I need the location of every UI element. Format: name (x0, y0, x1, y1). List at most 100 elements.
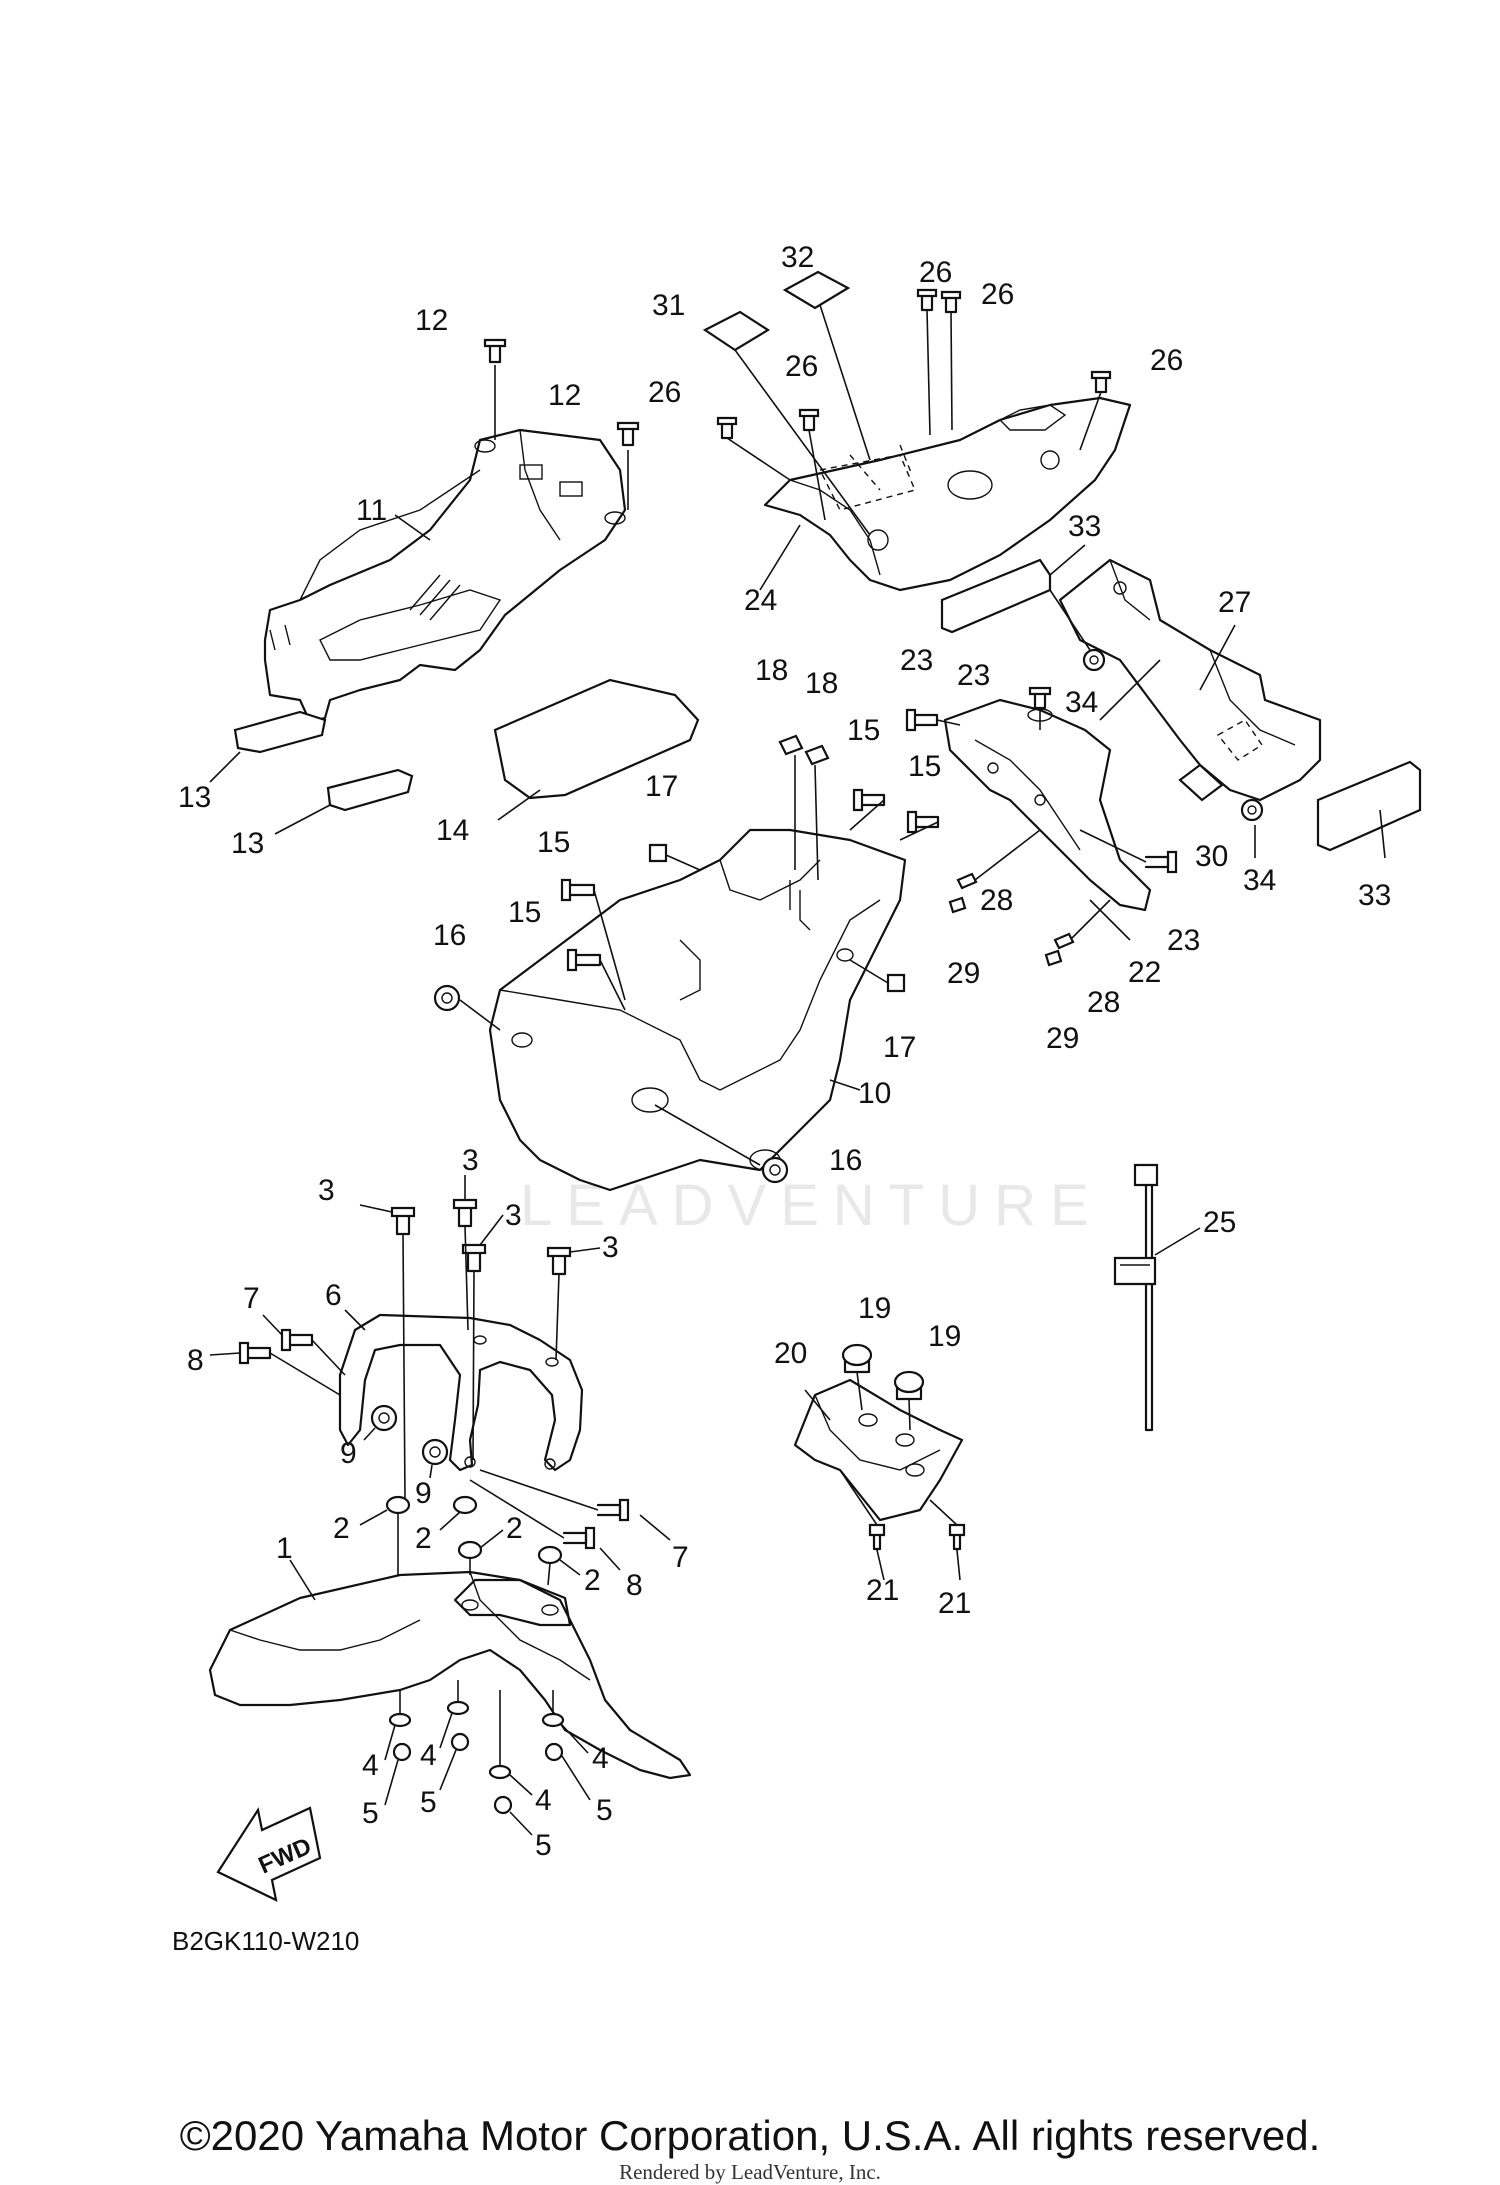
callout-2: 2 (584, 1564, 601, 1597)
part-2-grommet (537, 1545, 563, 1565)
callout-5: 5 (420, 1786, 437, 1819)
part-16-nut (433, 984, 461, 1012)
callout-5: 5 (596, 1794, 613, 1827)
callout-26: 26 (785, 350, 818, 383)
part-18-clip (778, 734, 804, 756)
callout-34: 34 (1243, 864, 1276, 897)
part-26-screw (916, 288, 938, 312)
callout-23: 23 (1167, 924, 1200, 957)
part-13-pad (233, 710, 327, 754)
callout-17: 17 (883, 1031, 916, 1064)
callout-34: 34 (1065, 686, 1098, 719)
part-34-nut (1082, 648, 1106, 672)
part-21-bolt (948, 1523, 966, 1551)
callout-25: 25 (1203, 1206, 1236, 1239)
part-34-nut (1240, 798, 1264, 822)
callout-4: 4 (592, 1742, 609, 1775)
callout-4: 4 (535, 1784, 552, 1817)
callout-15: 15 (508, 896, 541, 929)
part-19-cap (841, 1343, 873, 1374)
callout-27: 27 (1218, 586, 1251, 619)
callout-24: 24 (744, 584, 777, 617)
part-12-screw (483, 338, 507, 364)
part-33-reflector (1316, 760, 1422, 852)
callout-7: 7 (672, 1541, 689, 1574)
part-21-bolt (868, 1523, 886, 1551)
part-8-bolt (238, 1341, 272, 1365)
callout-33: 33 (1358, 879, 1391, 912)
part-6-fender-stay (338, 1313, 584, 1472)
callout-9: 9 (415, 1477, 432, 1510)
callout-17: 17 (645, 770, 678, 803)
callout-10: 10 (858, 1077, 891, 1110)
part-27-license-bracket (1058, 558, 1322, 802)
callout-23: 23 (957, 659, 990, 692)
callout-14: 14 (436, 814, 469, 847)
part-9-nut (421, 1438, 449, 1466)
part-5-nut (493, 1795, 513, 1815)
part-28-nut (1053, 932, 1075, 950)
callout-29: 29 (947, 957, 980, 990)
part-15-bolt (852, 788, 886, 812)
part-4-washer (446, 1700, 470, 1716)
part-10-mudguard-box (488, 828, 907, 1192)
part-26-screw (940, 290, 962, 314)
part-4-washer (488, 1764, 512, 1780)
part-18-clip (804, 744, 830, 766)
part-28-nut (956, 872, 978, 890)
part-5-nut (392, 1742, 412, 1762)
callout-33: 33 (1068, 510, 1101, 543)
part-29-screw (1044, 949, 1063, 967)
part-26-screw (798, 408, 820, 432)
callout-3: 3 (462, 1144, 479, 1177)
callout-26: 26 (919, 256, 952, 289)
part-24-rear-fender (763, 396, 1132, 592)
part-8-bolt (562, 1526, 596, 1550)
callout-1: 1 (276, 1532, 293, 1565)
callout-13: 13 (231, 827, 264, 860)
callout-18: 18 (805, 667, 838, 700)
part-3-bolt (452, 1198, 478, 1228)
part-3-bolt (546, 1246, 572, 1276)
callout-32: 32 (781, 241, 814, 274)
part-5-nut (450, 1732, 470, 1752)
callout-12: 12 (548, 379, 581, 412)
callout-5: 5 (535, 1829, 552, 1862)
callout-4: 4 (362, 1749, 379, 1782)
part-9-nut (370, 1404, 398, 1432)
part-17-clip (886, 973, 906, 993)
part-30-grommet (1178, 763, 1224, 802)
callout-15: 15 (847, 714, 880, 747)
part-5-nut (544, 1742, 564, 1762)
callout-3: 3 (602, 1231, 619, 1264)
part-15-bolt (566, 948, 602, 972)
part-26-screw (1090, 370, 1112, 394)
part-20-bracket (793, 1378, 964, 1522)
callout-26: 26 (648, 376, 681, 409)
callout-20: 20 (774, 1337, 807, 1370)
rendered-by-notice: Rendered by LeadVenture, Inc. (619, 2160, 881, 2184)
callout-8: 8 (187, 1344, 204, 1377)
callout-2: 2 (506, 1512, 523, 1545)
callouts: 1 2 2 2 2 3 3 3 3 4 4 4 4 5 5 5 5 6 7 7 … (178, 241, 1391, 1862)
part-2-grommet (457, 1540, 483, 1560)
callout-21: 21 (866, 1574, 899, 1607)
callout-3: 3 (318, 1174, 335, 1207)
callout-13: 13 (178, 781, 211, 814)
part-33-reflector (940, 558, 1052, 634)
part-3-bolt (390, 1206, 416, 1236)
part-4-washer (541, 1712, 565, 1728)
part-26-screw (716, 416, 738, 440)
part-4-washer (388, 1712, 412, 1728)
callout-19: 19 (928, 1320, 961, 1353)
part-12-screw (616, 421, 640, 447)
part-13-pad (326, 768, 414, 812)
fwd-arrow-icon: FWD (216, 1806, 322, 1902)
part-29-screw (948, 896, 967, 914)
part-7-bolt (596, 1498, 630, 1522)
part-23-bolt (1028, 686, 1052, 710)
callout-26: 26 (1150, 344, 1183, 377)
callout-11: 11 (356, 494, 387, 527)
part-17-clip (648, 843, 668, 863)
